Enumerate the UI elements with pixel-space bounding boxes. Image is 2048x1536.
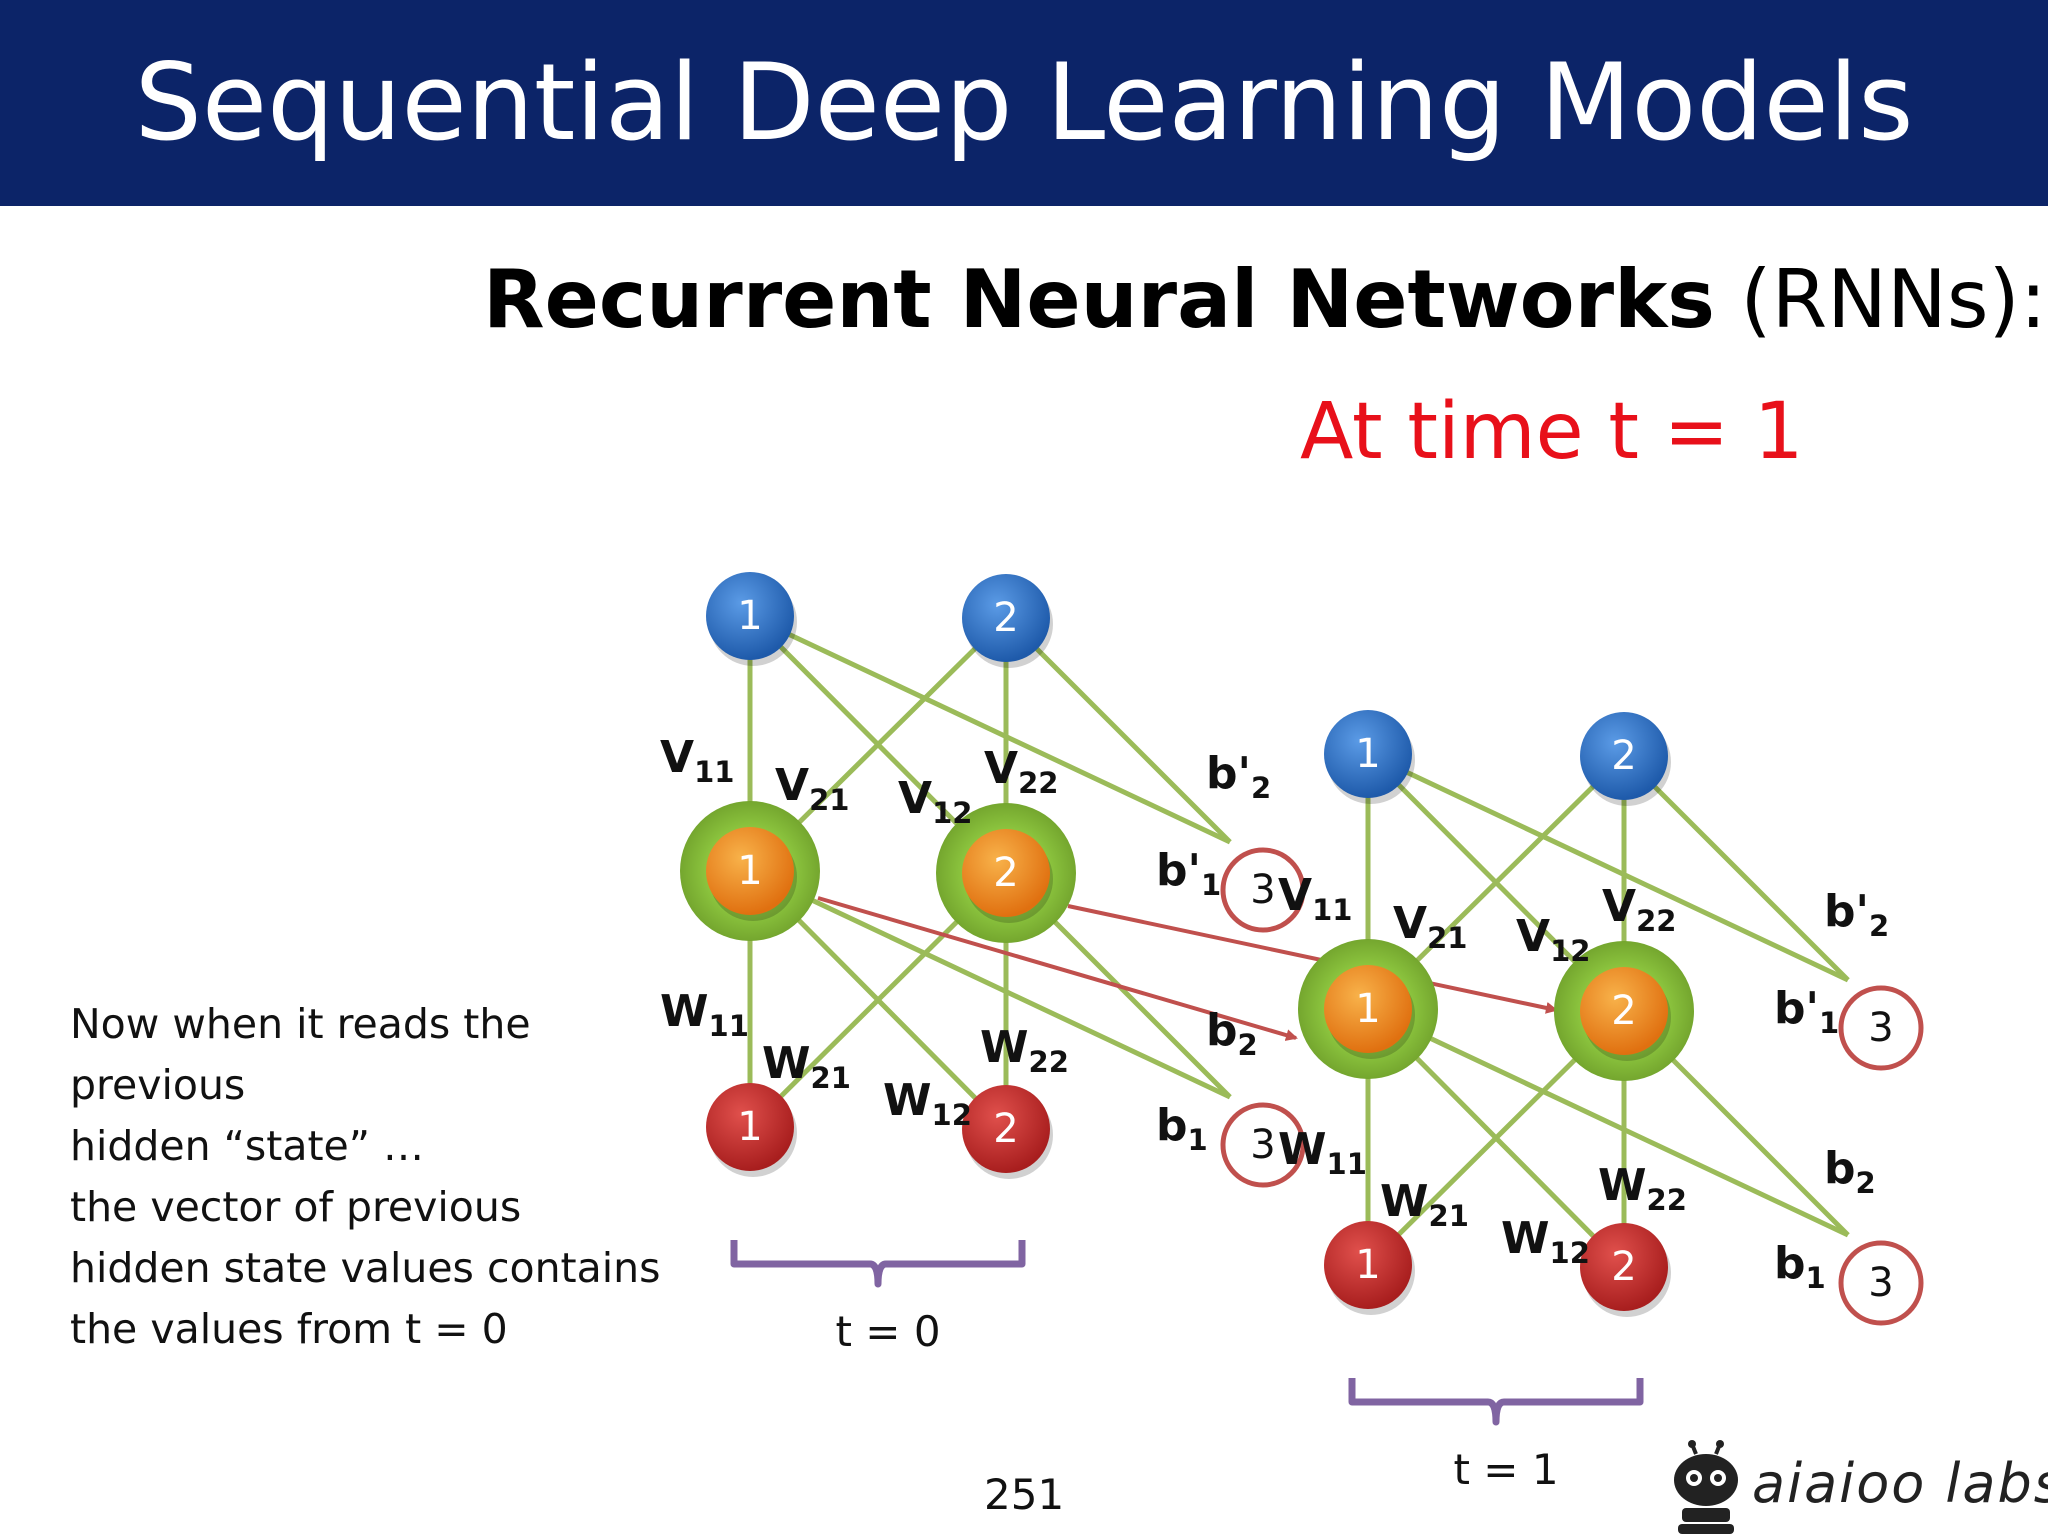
- output-node-circle: [1324, 710, 1412, 798]
- output-node-number: 1: [1355, 731, 1380, 777]
- hidden-node-number: 1: [737, 848, 762, 894]
- note-line: hidden “state” …: [70, 1122, 425, 1170]
- output-node-circle: [1580, 712, 1668, 800]
- recurrent-edge: [1067, 904, 1558, 1014]
- weight-label: b'2: [1206, 748, 1271, 805]
- weight-label: V11: [1278, 870, 1352, 927]
- weight-label: W11: [660, 986, 749, 1043]
- hidden-bias-edge: [748, 868, 1232, 1100]
- bias-node-number: 3: [1868, 1005, 1893, 1051]
- note-line: Now when it reads the: [70, 1000, 531, 1048]
- input-node-number: 2: [993, 1106, 1018, 1152]
- note-line: the values from t = 0: [70, 1305, 508, 1353]
- output-node-circle: [962, 574, 1050, 662]
- note-line: hidden state values contains: [70, 1244, 661, 1292]
- weight-label: V12: [898, 773, 972, 830]
- hidden-node-circle: [962, 829, 1050, 917]
- recurrent-edge: [817, 896, 1298, 1041]
- input-node-circle: [1580, 1223, 1668, 1311]
- robot-logo-icon: [1674, 1440, 1738, 1534]
- input-node-number: 1: [737, 1104, 762, 1150]
- weight-label: W12: [883, 1075, 972, 1132]
- bias-node-circle: [1838, 1240, 1924, 1326]
- input-node-circle: [706, 1083, 794, 1171]
- aiaioo-logo: aiaioo labs: [1668, 1440, 2048, 1536]
- input-node-number: 1: [1355, 1242, 1380, 1288]
- hidden-node-number: 2: [993, 850, 1018, 896]
- weight-label: W22: [1598, 1160, 1687, 1217]
- hidden-node-number: 2: [1611, 988, 1636, 1034]
- explanation-note: Now when it reads the previous hidden “s…: [70, 994, 690, 1360]
- hidden-node-number: 1: [1355, 986, 1380, 1032]
- weight-label: b2: [1206, 1005, 1258, 1062]
- hidden-bias-edge: [1366, 1006, 1850, 1238]
- weight-label: W22: [980, 1022, 1069, 1079]
- output-node-number: 1: [737, 593, 762, 639]
- bias-node-number: 3: [1250, 867, 1275, 913]
- note-line: previous: [70, 1061, 246, 1109]
- time-step-label: t = 0: [835, 1307, 940, 1356]
- hidden-node-circle: [1324, 965, 1412, 1053]
- weight-label: W21: [762, 1038, 851, 1095]
- bias-node-circle: [1220, 847, 1306, 933]
- weight-label: b'1: [1774, 983, 1839, 1040]
- output-node-number: 2: [1611, 733, 1636, 779]
- input-node-circle: [1324, 1221, 1412, 1309]
- time-label: At time t = 1: [1300, 387, 1804, 477]
- weight-label: W21: [1380, 1176, 1469, 1233]
- weight-label: V22: [984, 743, 1058, 800]
- input-node-number: 2: [1611, 1244, 1636, 1290]
- output-bias-edge: [1366, 751, 1850, 983]
- time-step-label: t = 1: [1453, 1445, 1558, 1494]
- slide-title: Sequential Deep Learning Models: [134, 41, 1914, 164]
- slide-subtitle: Recurrent Neural Networks (RNNs):: [483, 250, 2047, 350]
- note-line: the vector of previous: [70, 1183, 522, 1231]
- subtitle-rest: (RNNs):: [1714, 253, 2047, 346]
- weight-label: V12: [1516, 911, 1590, 968]
- weight-label: V22: [1602, 881, 1676, 938]
- weight-label: b1: [1774, 1238, 1826, 1295]
- weight-label: V11: [660, 732, 734, 789]
- input-node-circle: [962, 1085, 1050, 1173]
- slide-header: [0, 0, 2048, 206]
- weight-label: b1: [1156, 1100, 1208, 1157]
- bias-node-number: 3: [1250, 1122, 1275, 1168]
- hidden-node-circle: [706, 827, 794, 915]
- logo-text: aiaioo labs: [1752, 1452, 2048, 1515]
- output-bias-edge: [748, 613, 1232, 845]
- weight-label: b'2: [1824, 886, 1889, 943]
- weight-label: V21: [1393, 898, 1467, 955]
- bias-node-number: 3: [1868, 1260, 1893, 1306]
- output-node-circle: [706, 572, 794, 660]
- weight-label: W12: [1501, 1213, 1590, 1270]
- weight-label: b2: [1824, 1143, 1876, 1200]
- page-number: 251: [984, 1470, 1065, 1519]
- output-node-number: 2: [993, 595, 1018, 641]
- nodes-layer: 1 2 1 2 1 2 3 3 1 2 1 2 1 2 3 3: [680, 572, 1924, 1326]
- output-bias-edge: [1622, 754, 1850, 982]
- subtitle-bold: Recurrent Neural Networks: [483, 253, 1715, 346]
- weight-label: b'1: [1156, 845, 1221, 902]
- bias-node-circle: [1838, 985, 1924, 1071]
- hidden-node-circle: [1580, 967, 1668, 1055]
- weight-label: V21: [775, 760, 849, 817]
- bias-node-circle: [1220, 1102, 1306, 1188]
- time-step-bracket: [1348, 1378, 1644, 1426]
- time-step-bracket: [730, 1240, 1026, 1288]
- output-bias-edge: [1004, 616, 1232, 844]
- weight-label: W11: [1278, 1124, 1367, 1181]
